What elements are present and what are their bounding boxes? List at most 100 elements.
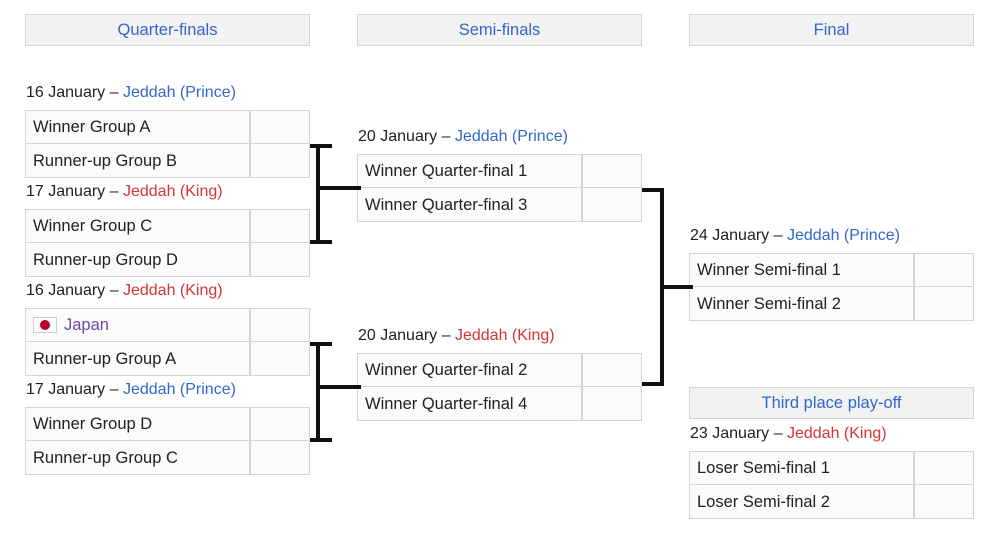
team-name: Runner-up Group C	[33, 448, 178, 467]
team-cell: Runner-up Group A	[25, 342, 250, 376]
match-third-place: Loser Semi-final 1 Loser Semi-final 2	[689, 451, 974, 519]
match-sf1: Winner Quarter-final 1 Winner Quarter-fi…	[357, 154, 642, 222]
round-header-quarter-finals[interactable]: Quarter-finals	[25, 14, 310, 46]
table-row: Winner Semi-final 1	[689, 253, 974, 287]
team-name: Winner Quarter-final 3	[365, 195, 528, 214]
match-date: 24 January	[690, 227, 770, 244]
score-cell	[582, 154, 642, 188]
round-header-third-place-play-off[interactable]: Third place play-off	[689, 387, 974, 419]
team-cell: Winner Group A	[25, 110, 250, 144]
team-name: Winner Quarter-final 2	[365, 361, 528, 379]
connector-sf1-in	[316, 186, 361, 190]
connector-final-in	[660, 285, 693, 289]
score-cell	[914, 253, 974, 287]
team-name: Winner Quarter-final 4	[365, 394, 528, 413]
score-cell	[914, 451, 974, 485]
score-cell	[250, 209, 310, 243]
match-venue-link[interactable]: Jeddah (King)	[122, 183, 223, 200]
match-venue-link[interactable]: Jeddah (King)	[454, 327, 555, 344]
team-name: Winner Quarter-final 1	[365, 162, 528, 180]
connector-sf1-to-final	[642, 188, 664, 192]
match-qf2: Winner Group C Runner-up Group D	[25, 209, 310, 277]
team-name: Winner Semi-final 1	[697, 261, 841, 279]
connector-qf2-to-sf1	[310, 240, 332, 244]
team-name: Winner Group C	[33, 217, 153, 235]
japan-flag-icon	[33, 317, 57, 333]
match-venue-link[interactable]: Jeddah (Prince)	[122, 84, 236, 101]
score-cell	[250, 441, 310, 475]
match-date: 20 January	[358, 327, 438, 344]
round-header-label: Final	[813, 21, 850, 39]
caption-dash: –	[105, 84, 123, 101]
team-name: Winner Group D	[33, 415, 153, 433]
connector-qf3-to-sf2	[310, 342, 332, 346]
score-cell	[914, 485, 974, 519]
table-row: Runner-up Group C	[25, 441, 310, 475]
team-cell: Winner Quarter-final 4	[357, 387, 582, 421]
team-name: Runner-up Group B	[33, 151, 177, 170]
table-row: Loser Semi-final 1	[689, 451, 974, 485]
team-cell: Winner Semi-final 2	[689, 287, 914, 321]
team-cell: Loser Semi-final 1	[689, 451, 914, 485]
match-caption-qf1: 16 January – Jeddah (Prince)	[26, 83, 236, 103]
caption-dash: –	[437, 128, 455, 145]
team-cell: Winner Quarter-final 3	[357, 188, 582, 222]
team-name: Winner Semi-final 2	[697, 294, 841, 313]
score-cell	[250, 144, 310, 178]
score-cell	[250, 342, 310, 376]
match-venue-link[interactable]: Jeddah (King)	[122, 282, 223, 299]
caption-dash: –	[105, 381, 123, 398]
team-cell: Winner Quarter-final 2	[357, 353, 582, 387]
score-cell	[914, 287, 974, 321]
match-final: Winner Semi-final 1 Winner Semi-final 2	[689, 253, 974, 321]
match-venue-link[interactable]: Jeddah (Prince)	[786, 227, 900, 244]
table-row: Runner-up Group B	[25, 144, 310, 178]
team-name-link[interactable]: Japan	[64, 316, 109, 334]
caption-dash: –	[105, 183, 123, 200]
match-caption-final: 24 January – Jeddah (Prince)	[690, 226, 900, 246]
connector-vertical-sf1	[316, 144, 320, 244]
team-cell: Winner Semi-final 1	[689, 253, 914, 287]
table-row: Winner Group D	[25, 407, 310, 441]
round-header-final[interactable]: Final	[689, 14, 974, 46]
score-cell	[582, 353, 642, 387]
team-cell: Japan	[25, 308, 250, 342]
match-sf2: Winner Quarter-final 2 Winner Quarter-fi…	[357, 353, 642, 421]
flag-disc-icon	[40, 320, 50, 330]
match-qf1: Winner Group A Runner-up Group B	[25, 110, 310, 178]
table-row: Winner Group C	[25, 209, 310, 243]
match-caption-sf1: 20 January – Jeddah (Prince)	[358, 127, 568, 147]
match-caption-qf2: 17 January – Jeddah (King)	[26, 182, 223, 202]
connector-qf4-to-sf2	[310, 438, 332, 442]
connector-qf1-to-sf1	[310, 144, 332, 148]
table-row: Winner Semi-final 2	[689, 287, 974, 321]
score-cell	[582, 188, 642, 222]
table-row: Runner-up Group D	[25, 243, 310, 277]
match-caption-sf2: 20 January – Jeddah (King)	[358, 326, 555, 346]
connector-sf2-to-final	[642, 382, 664, 386]
caption-dash: –	[105, 282, 123, 299]
team-cell: Winner Group D	[25, 407, 250, 441]
match-date: 17 January	[26, 381, 106, 398]
table-row: Winner Quarter-final 4	[357, 387, 642, 421]
round-header-label: Third place play-off	[761, 394, 902, 412]
caption-dash: –	[769, 425, 787, 442]
team-cell: Runner-up Group B	[25, 144, 250, 178]
score-cell	[250, 308, 310, 342]
match-venue-link[interactable]: Jeddah (Prince)	[122, 381, 236, 398]
round-header-semi-finals[interactable]: Semi-finals	[357, 14, 642, 46]
team-cell: Winner Quarter-final 1	[357, 154, 582, 188]
match-venue-link[interactable]: Jeddah (Prince)	[454, 128, 568, 145]
team-cell: Winner Group C	[25, 209, 250, 243]
team-cell: Runner-up Group D	[25, 243, 250, 277]
match-date: 20 January	[358, 128, 438, 145]
team-cell: Loser Semi-final 2	[689, 485, 914, 519]
score-cell	[250, 407, 310, 441]
match-qf3: Japan Runner-up Group A	[25, 308, 310, 376]
caption-dash: –	[769, 227, 787, 244]
score-cell	[582, 387, 642, 421]
match-caption-third-place: 23 January – Jeddah (King)	[690, 424, 887, 444]
round-header-label: Quarter-finals	[117, 21, 218, 39]
match-venue-link[interactable]: Jeddah (King)	[786, 425, 887, 442]
table-row: Loser Semi-final 2	[689, 485, 974, 519]
